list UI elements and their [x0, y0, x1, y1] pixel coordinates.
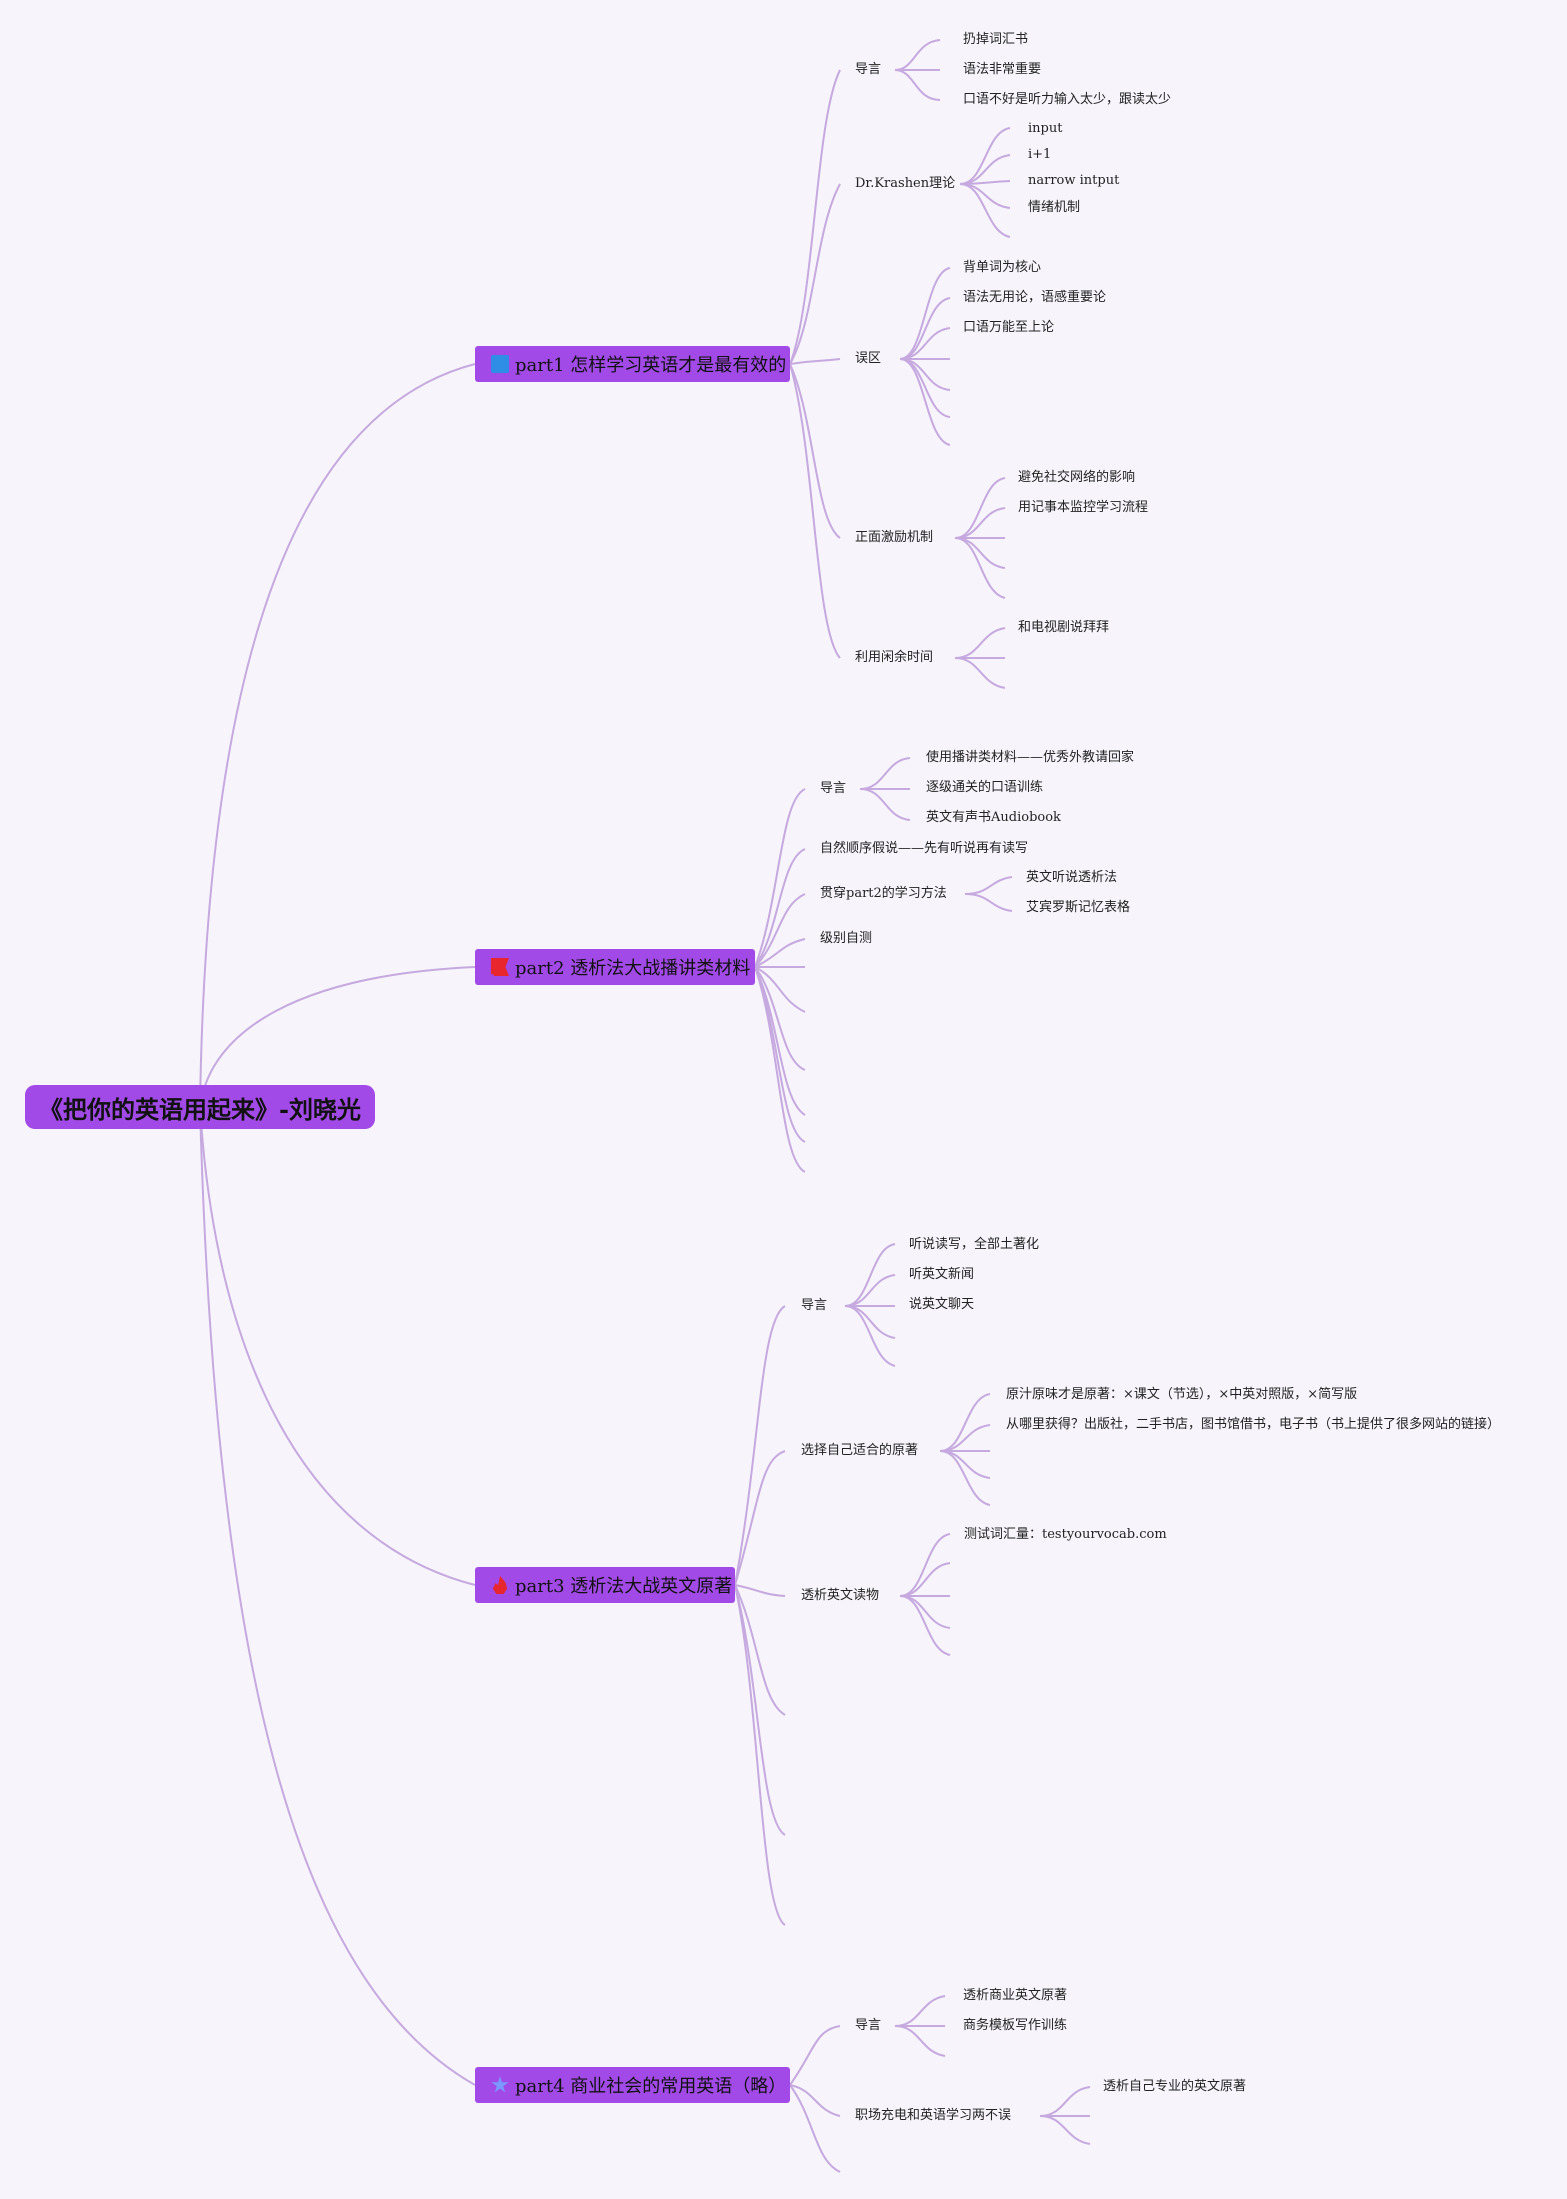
career-item-1[interactable]: 透析自己专业的英文原著 — [1103, 2079, 1247, 2094]
krashen-item-2[interactable]: i+1 — [1028, 147, 1052, 162]
part2-topic-natural-order[interactable]: 自然顺序假说——先有听说再有读写 — [820, 841, 1029, 856]
part3-topic-intro[interactable]: 导言 — [801, 1298, 828, 1313]
part1-node[interactable]: part1 怎样学习英语才是最有效的 — [475, 346, 790, 382]
part2-label: part2 透析法大战播讲类材料 — [515, 958, 751, 979]
blue-square-icon — [491, 355, 509, 373]
reading-item-1[interactable]: 测试词汇量：testyourvocab.com — [964, 1527, 1167, 1542]
part4-intro-item-1[interactable]: 透析商业英文原著 — [963, 1988, 1068, 2003]
part1-intro-item-3[interactable]: 口语不好是听力输入太少，跟读太少 — [963, 92, 1172, 107]
krashen-item-1[interactable]: input — [1028, 121, 1063, 136]
method-item-1[interactable]: 英文听说透析法 — [1026, 870, 1118, 885]
part4-node[interactable]: part4 商业社会的常用英语（略） — [475, 2067, 790, 2103]
motivation-item-2[interactable]: 用记事本监控学习流程 — [1018, 500, 1149, 515]
part1-topic-spare-time[interactable]: 利用闲余时间 — [855, 650, 934, 665]
red-flag-icon — [491, 958, 509, 976]
krashen-item-4[interactable]: 情绪机制 — [1028, 200, 1081, 215]
part2-intro-item-2[interactable]: 逐级通关的口语训练 — [926, 780, 1044, 795]
part1-topic-motivation[interactable]: 正面激励机制 — [855, 530, 934, 545]
part3-label: part3 透析法大战英文原著 — [515, 1576, 733, 1597]
part2-node[interactable]: part2 透析法大战播讲类材料 — [475, 949, 755, 985]
part1-intro-item-2[interactable]: 语法非常重要 — [963, 62, 1042, 77]
motivation-item-1[interactable]: 避免社交网络的影响 — [1018, 470, 1136, 485]
part4-topic-career[interactable]: 职场充电和英语学习两不误 — [855, 2108, 1012, 2123]
misconception-item-1[interactable]: 背单词为核心 — [963, 260, 1042, 275]
choose-books-item-1[interactable]: 原汁原味才是原著：×课文（节选），×中英对照版，×简写版 — [1006, 1387, 1358, 1402]
part2-topic-method[interactable]: 贯穿part2的学习方法 — [820, 886, 947, 901]
part1-label: part1 怎样学习英语才是最有效的 — [515, 355, 787, 376]
part2-intro-item-1[interactable]: 使用播讲类材料——优秀外教请回家 — [926, 750, 1135, 765]
part1-topic-krashen[interactable]: Dr.Krashen理论 — [855, 176, 956, 191]
choose-books-item-2[interactable]: 从哪里获得？出版社，二手书店，图书馆借书，电子书（书上提供了很多网站的链接） — [1006, 1417, 1501, 1432]
part3-intro-item-3[interactable]: 说英文聊天 — [909, 1297, 975, 1312]
method-item-2[interactable]: 艾宾罗斯记忆表格 — [1026, 900, 1131, 915]
part4-topic-intro[interactable]: 导言 — [855, 2018, 882, 2033]
part2-topic-self-test[interactable]: 级别自测 — [820, 931, 873, 946]
star-icon — [491, 2076, 509, 2093]
krashen-item-3[interactable]: narrow intput — [1028, 173, 1120, 188]
part2-topic-intro[interactable]: 导言 — [820, 781, 847, 796]
part2-intro-item-3[interactable]: 英文有声书Audiobook — [926, 810, 1061, 825]
part3-topic-choose-books[interactable]: 选择自己适合的原著 — [801, 1443, 919, 1458]
part4-label: part4 商业社会的常用英语（略） — [515, 2076, 787, 2097]
root-topic[interactable]: 《把你的英语用起来》-刘晓光 — [25, 1085, 375, 1129]
misconception-item-2[interactable]: 语法无用论，语感重要论 — [963, 290, 1107, 305]
part1-intro-item-1[interactable]: 扔掉词汇书 — [963, 32, 1029, 47]
part1-topic-intro[interactable]: 导言 — [855, 62, 882, 77]
part3-node[interactable]: part3 透析法大战英文原著 — [475, 1567, 735, 1603]
part3-intro-item-2[interactable]: 听英文新闻 — [909, 1267, 975, 1282]
part4-intro-item-2[interactable]: 商务模板写作训练 — [963, 2018, 1068, 2033]
part1-topic-misconceptions[interactable]: 误区 — [855, 351, 882, 366]
misconception-item-3[interactable]: 口语万能至上论 — [963, 320, 1055, 335]
part3-topic-reading[interactable]: 透析英文读物 — [801, 1588, 880, 1603]
spare-time-item-1[interactable]: 和电视剧说拜拜 — [1018, 620, 1110, 635]
part3-intro-item-1[interactable]: 听说读写，全部土著化 — [909, 1237, 1040, 1252]
fire-icon — [492, 1576, 508, 1594]
